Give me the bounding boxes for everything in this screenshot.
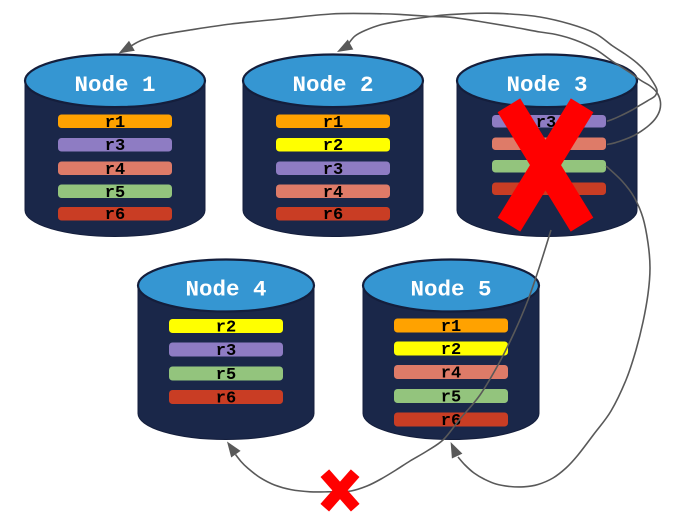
svg-text:r3: r3 <box>536 114 556 133</box>
svg-text:Node 2: Node 2 <box>292 72 373 98</box>
svg-text:r4: r4 <box>441 365 461 384</box>
svg-text:r3: r3 <box>323 161 343 180</box>
svg-text:r3: r3 <box>216 342 236 361</box>
svg-text:r6: r6 <box>105 206 125 225</box>
svg-text:r2: r2 <box>216 319 236 338</box>
svg-text:r6: r6 <box>216 390 236 409</box>
svg-text:r3: r3 <box>105 137 125 156</box>
svg-text:r5: r5 <box>105 184 125 203</box>
svg-text:r5: r5 <box>216 366 236 385</box>
svg-text:r1: r1 <box>323 114 343 133</box>
svg-text:Node 3: Node 3 <box>506 72 587 98</box>
svg-text:Node 5: Node 5 <box>410 277 491 303</box>
svg-text:r4: r4 <box>323 184 343 203</box>
svg-text:r6: r6 <box>323 206 343 225</box>
svg-text:r6: r6 <box>441 412 461 431</box>
svg-text:r2: r2 <box>323 137 343 156</box>
svg-text:r1: r1 <box>441 318 461 337</box>
svg-text:Node 4: Node 4 <box>185 277 266 303</box>
svg-text:Node 1: Node 1 <box>74 72 155 98</box>
svg-text:r4: r4 <box>105 161 125 180</box>
svg-text:r5: r5 <box>441 389 461 408</box>
svg-text:r1: r1 <box>105 114 125 133</box>
svg-text:r2: r2 <box>441 341 461 360</box>
